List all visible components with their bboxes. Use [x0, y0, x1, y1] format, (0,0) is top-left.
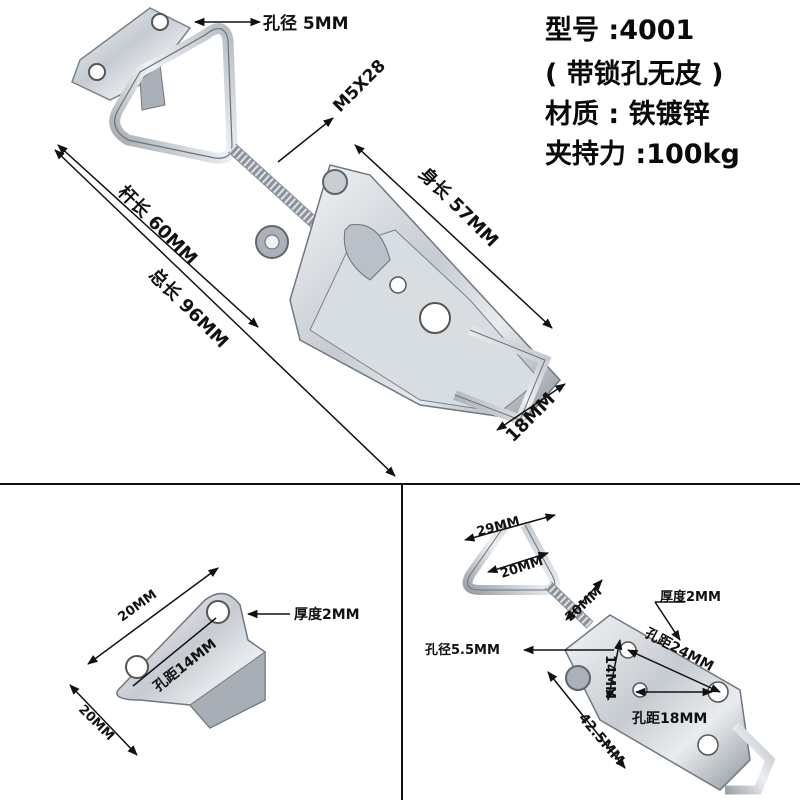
clamp-force-spec: 夹持力 :100kg	[545, 139, 740, 170]
latch-hole-diameter-label: 孔径5.5MM	[425, 642, 500, 658]
material-spec: 材质 : 铁镀锌	[545, 99, 710, 130]
screw-size-label: M5X28	[329, 56, 389, 116]
hook-width-label: 20MM	[75, 702, 117, 744]
hole-spacing-18-label: 孔距18MM	[632, 711, 707, 727]
hook-thickness-label: 厚度2MM	[294, 606, 360, 623]
hook-length-label: 20MM	[116, 587, 160, 625]
model-spec: 型号 :4001	[545, 15, 695, 46]
loop-inner-label: 20MM	[499, 554, 545, 582]
latch-dimension-lines	[463, 513, 721, 769]
rod-length-label: 杆长 60MM	[113, 181, 201, 269]
latch-width-label: 14MM	[602, 655, 617, 699]
hole-diameter-label: 孔径 5MM	[263, 13, 349, 34]
top-dimension-lines	[54, 17, 566, 477]
hook-dimension-lines	[69, 567, 290, 756]
variant-spec: ( 带锁孔无皮 )	[545, 59, 724, 90]
latch-thickness-label: 厚度2MM	[660, 589, 721, 605]
panel-dividers	[0, 483, 800, 800]
